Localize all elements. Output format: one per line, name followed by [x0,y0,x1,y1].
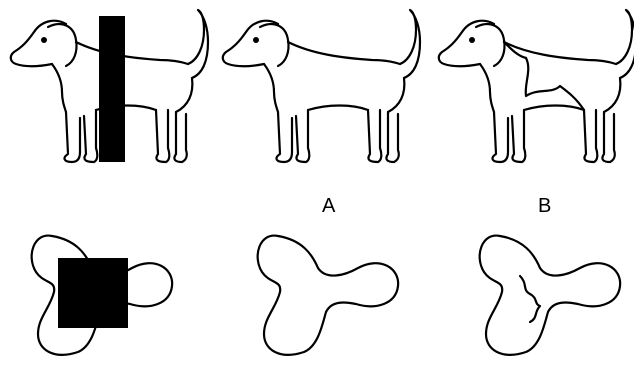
label-a: A [322,195,336,217]
blob-occluded [32,236,172,355]
blob-completion-b [480,236,620,355]
occluder-bar [99,16,125,162]
dog-occluded [11,10,208,162]
dog-completion-b [439,10,634,162]
occluder-square [58,258,128,328]
blob-completion-a [258,236,398,355]
label-b: B [538,195,551,217]
dog-completion-a [223,10,420,162]
